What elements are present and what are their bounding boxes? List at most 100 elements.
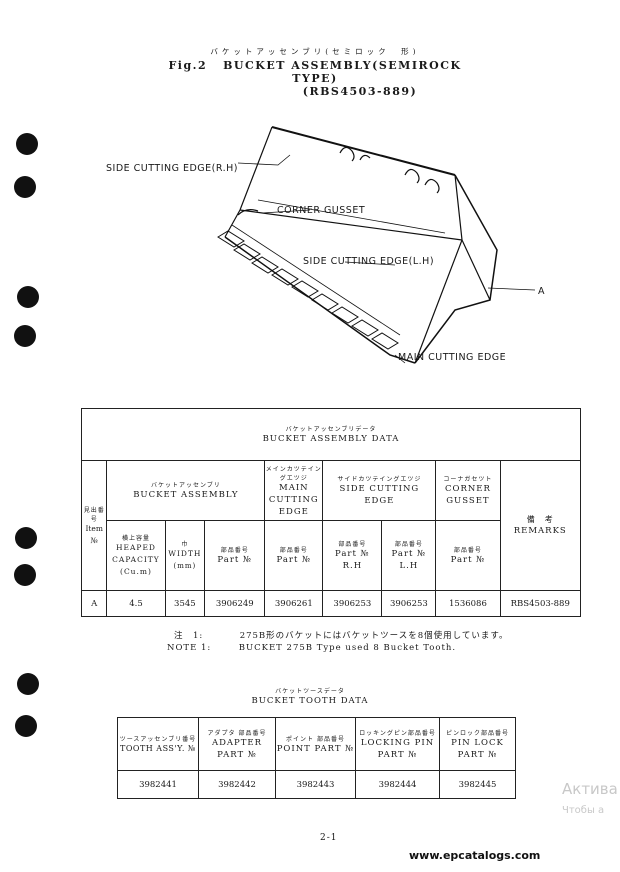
cell-capacity: 4.5 — [106, 590, 166, 617]
part-header-jp: 部品番号 — [220, 547, 249, 554]
side-lh-header: 部品番号 Part № L.H — [381, 520, 437, 591]
table-row: 3982441 3982442 3982443 3982444 3982445 — [117, 770, 516, 799]
figure-title-jp: バケットアッセンブリ(セミロック 形) — [210, 47, 420, 56]
tooth-header-jp: ツースアッセンブリ番号 — [119, 735, 197, 743]
bucket-part-header: 部品番号 Part № — [204, 520, 266, 591]
note-jp-text: 275B形のバケットにはバケットツースを8個使用しています。 — [239, 631, 509, 641]
remarks-header-en: REMARKS — [513, 526, 567, 536]
tooth-cell: 3982443 — [275, 770, 356, 799]
tooth-header-assy: ツースアッセンブリ番号 TOOTH ASS'Y. № — [117, 717, 199, 771]
side-rh-header: 部品番号 Part № R.H — [322, 520, 383, 591]
tooth-header-pin-lock: ピンロック部品番号 PIN LOCK PART № — [439, 717, 516, 771]
part-header-jp: 部品番号 — [279, 547, 308, 554]
callout-corner-gusset: CORNER GUSSET — [277, 205, 366, 216]
note-jp-label: 注 1: — [174, 631, 204, 641]
tooth-header-en: PIN LOCK PART № — [451, 737, 504, 760]
callout-a-marker: A — [538, 286, 545, 297]
tooth-header-en: TOOTH ASS'Y. № — [119, 743, 196, 753]
group-bucket-en: BUCKET ASSEMBLY — [133, 490, 239, 500]
cell-width: 3545 — [164, 590, 206, 617]
cell-main-part: 3906261 — [264, 590, 324, 617]
part-header-en: Part № — [217, 555, 253, 565]
callout-main-cutting-edge: MAIN CUTTING EDGE — [398, 352, 507, 363]
figure-title: Fig.2 BUCKET ASSEMBLY(SEMIROCK TYPE) — [150, 59, 480, 85]
tooth-header-en: POINT PART № — [276, 743, 355, 754]
tooth-header-jp: ロッキングピン部品番号 — [359, 729, 436, 737]
figure-label: Fig.2 — [168, 59, 208, 72]
main-part-header: 部品番号 Part № — [264, 520, 324, 591]
group-side-cutting-edge: サイドカツテイングエツジ SIDE CUTTING EDGE — [322, 460, 437, 521]
part-header-en: Part № — [276, 555, 312, 565]
part-header-en: Part № — [391, 549, 427, 559]
remarks-header-jp: 備 考 — [526, 515, 554, 524]
tooth-header-point: ポイント 部品番号 POINT PART № — [275, 717, 356, 771]
figure-title-block: バケットアッセンブリ(セミロック 形) Fig.2 BUCKET ASSEMBL… — [150, 46, 480, 98]
punch-hole — [17, 673, 39, 695]
tooth-header-en: ADAPTER PART № — [211, 737, 263, 760]
tooth-table-title-jp: バケットツースデータ — [275, 688, 345, 695]
group-corner-en: CORNER GUSSET — [444, 484, 491, 506]
tooth-header-jp: アダプタ 部品番号 — [207, 729, 267, 737]
punch-hole — [14, 564, 36, 586]
tooth-cell: 3982444 — [355, 770, 440, 799]
group-main-en: MAIN CUTTING EDGE — [268, 482, 319, 517]
tooth-table-title-en: BUCKET TOOTH DATA — [251, 696, 369, 706]
group-bucket-jp: バケットアッセンブリ — [150, 482, 221, 489]
page-number: 2-1 — [320, 833, 338, 843]
group-main-cutting-edge: メインカツテイングエツジ MAIN CUTTING EDGE — [264, 460, 324, 521]
item-header-jp: 見出番号 — [83, 506, 105, 523]
site-url[interactable]: www.epcatalogs.com — [409, 849, 541, 862]
part-header-en: Part № — [335, 549, 370, 559]
bucket-tooth-table: ツースアッセンブリ番号 TOOTH ASS'Y. № アダプタ 部品番号 ADA… — [117, 717, 516, 799]
item-header: 見出番号 Item № — [80, 460, 108, 591]
group-corner-gusset: コーナガセツト CORNER GUSSET — [435, 460, 501, 521]
table-title-jp: バケットアッセンブリデータ — [285, 426, 377, 433]
figure-title-text: BUCKET ASSEMBLY(SEMIROCK TYPE) — [223, 59, 462, 85]
bucket-illustration — [217, 126, 536, 364]
cell-side-rh: 3906253 — [322, 590, 383, 617]
capacity-header-en: HEAPED CAPACITY — [112, 543, 160, 564]
item-header-en: Item № — [85, 523, 103, 545]
group-side-jp: サイドカツテイングエツジ — [337, 476, 422, 483]
table-title: バケットアッセンブリデータ BUCKET ASSEMBLY DATA — [81, 408, 581, 461]
note-en-text: BUCKET 275B Type used 8 Bucket Tooth. — [238, 643, 457, 653]
group-main-jp: メインカツテイングエツジ — [265, 465, 322, 482]
group-bucket-assembly: バケットアッセンブリ BUCKET ASSEMBLY — [106, 460, 266, 521]
width-header-en: WIDTH — [168, 549, 202, 558]
cell-remarks: RBS4503-889 — [499, 590, 582, 617]
tooth-header-adapter: アダプタ 部品番号 ADAPTER PART № — [198, 717, 276, 771]
note-jp: 注 1: 275B形のバケットにはバケットツースを8個使用しています。 — [174, 629, 509, 641]
group-corner-jp: コーナガセツト — [443, 476, 493, 483]
width-header-jp: 巾 — [181, 541, 189, 548]
cell-side-lh: 3906253 — [381, 590, 437, 617]
part-header-jp: 部品番号 — [338, 541, 367, 548]
tooth-cell: 3982442 — [198, 770, 276, 799]
width-header-unit: (mm) — [173, 562, 197, 570]
bucket-assembly-table: バケットアッセンブリデータ BUCKET ASSEMBLY DATA 見出番号 … — [80, 408, 582, 617]
width-header: 巾 WIDTH (mm) — [164, 520, 206, 591]
activation-watermark-line1: Актива — [562, 780, 618, 798]
part-header-jp: 部品番号 — [394, 541, 423, 548]
punch-hole — [14, 176, 36, 198]
punch-hole — [15, 715, 37, 737]
activation-watermark-line2: Чтобы а — [562, 805, 605, 816]
tooth-table-title: バケットツースデータ BUCKET TOOTH DATA — [200, 686, 420, 707]
tooth-header-jp: ポイント 部品番号 — [286, 735, 345, 743]
punch-hole — [14, 325, 36, 347]
side-rh-label: R.H — [342, 561, 363, 571]
part-header-en: Part № — [450, 555, 486, 565]
capacity-header-unit: (Cu.m) — [120, 567, 152, 576]
note-en: NOTE 1: BUCKET 275B Type used 8 Bucket T… — [167, 643, 456, 653]
callout-side-cutting-edge-rh: SIDE CUTTING EDGE(R.H) — [106, 163, 239, 174]
capacity-header-jp: 横上容量 — [121, 535, 150, 542]
note-en-label: NOTE 1: — [167, 643, 212, 653]
remarks-header: 備 考 REMARKS — [499, 460, 582, 591]
tooth-header-en: LOCKING PIN PART № — [360, 737, 435, 760]
callout-side-cutting-edge-lh: SIDE CUTTING EDGE(L.H) — [303, 256, 435, 267]
capacity-header: 横上容量 HEAPED CAPACITY (Cu.m) — [106, 520, 166, 591]
cell-corner: 1536086 — [435, 590, 501, 617]
punch-hole — [15, 527, 37, 549]
group-side-en: SIDE CUTTING EDGE — [339, 484, 420, 506]
tooth-cell: 3982445 — [439, 770, 516, 799]
tooth-header-jp: ピンロック部品番号 — [445, 729, 509, 737]
